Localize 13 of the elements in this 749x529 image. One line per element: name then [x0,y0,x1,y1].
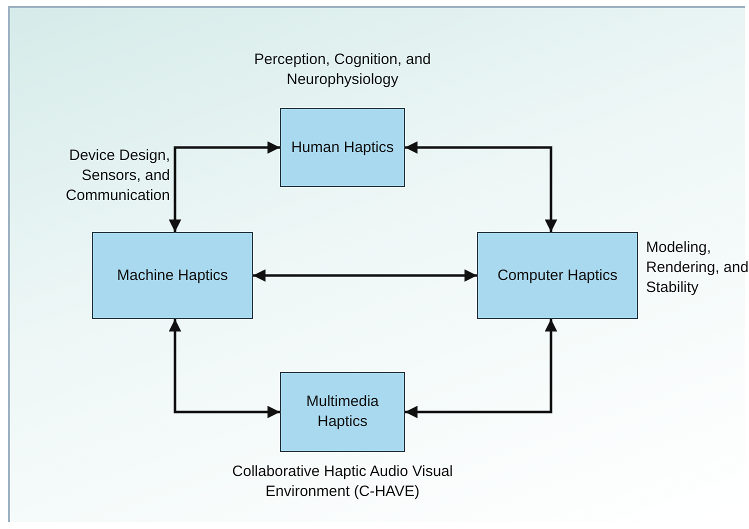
area-caption: Device Design, Sensors, and Communication [64,146,170,206]
area-caption: Collaborative Haptic Audio Visual Environment (C-HAVE) [231,462,454,502]
area-caption: Modeling, Rendering, and Stability [646,238,749,298]
haptics-box: Multimedia Haptics [280,372,405,452]
double-arrow [168,319,280,418]
haptics-box: Human Haptics [280,108,405,187]
double-arrow [253,269,477,282]
haptics-box: Computer Haptics [477,232,638,319]
double-arrow [405,141,558,232]
double-arrow [168,141,280,232]
haptics-box: Machine Haptics [92,232,253,319]
double-arrow [405,319,558,418]
area-caption: Perception, Cognition, and Neurophysiology [253,50,432,90]
